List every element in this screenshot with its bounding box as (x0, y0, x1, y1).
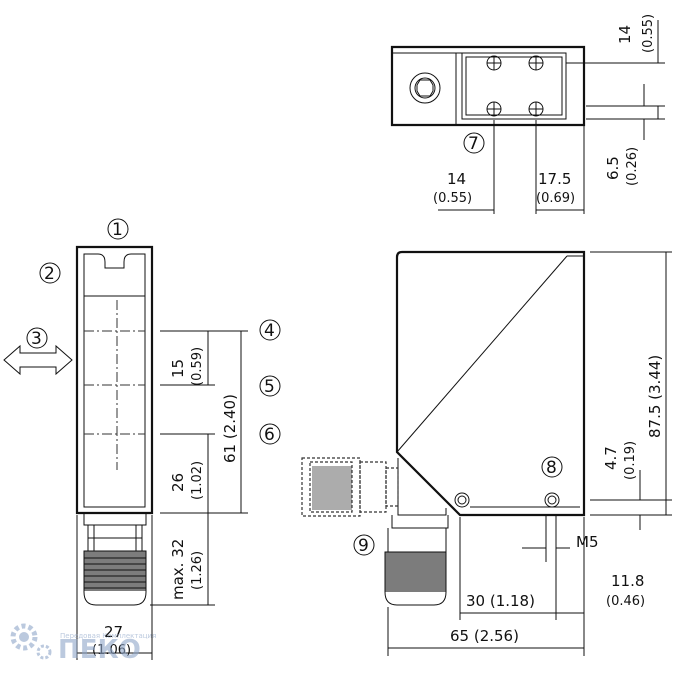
dim-side-118: 11.8 (611, 572, 644, 590)
callout-9: 9 (353, 534, 375, 556)
dim-side-875: 87.5 (3.44) (646, 355, 664, 438)
dim-top-w14: 14 (447, 170, 466, 188)
dim-front-27-in: (1.06) (92, 643, 131, 658)
dim-side-47: 4.7 (602, 446, 620, 470)
watermark-text: ПЕКО (58, 635, 141, 665)
svg-text:1: 1 (112, 220, 123, 240)
watermark-logo: ПЕКО Передовая Комплектация (10, 623, 156, 665)
callout-1: 1 (107, 218, 129, 240)
angled-connector-ghost (301, 457, 399, 517)
mounting-hole-side (454, 492, 470, 508)
front-view: 15 (0.59) 26 (1.02) 61 (2.40) max. 32 (1… (3, 218, 281, 660)
dim-front-27: 27 (104, 623, 123, 641)
dim-top-65-in: (0.26) (625, 147, 640, 186)
callout-5: 5 (259, 375, 281, 397)
dim-top-14-in: (0.55) (641, 14, 656, 53)
mounting-hole (486, 55, 502, 71)
dim-front-32-in: (1.26) (190, 551, 205, 590)
dim-top-65: 6.5 (604, 156, 622, 180)
dim-side-m5: M5 (576, 533, 599, 551)
dim-side-30: 30 (1.18) (466, 592, 535, 610)
dim-front-15: 15 (169, 359, 187, 378)
dim-front-26: 26 (169, 473, 187, 492)
dim-side-65: 65 (2.56) (450, 627, 519, 645)
mounting-hole-side (544, 492, 560, 508)
svg-text:3: 3 (31, 329, 42, 349)
mounting-hole (486, 101, 502, 117)
svg-text:9: 9 (358, 536, 369, 556)
dim-side-47-in: (0.19) (623, 441, 638, 480)
callout-2: 2 (39, 262, 61, 284)
dim-top-w175: 17.5 (538, 170, 571, 188)
knurled-nut (84, 551, 146, 591)
callout-6: 6 (259, 423, 281, 445)
watermark-subtitle: Передовая Комплектация (60, 632, 156, 640)
double-arrow-icon (3, 344, 73, 376)
svg-text:8: 8 (546, 458, 557, 478)
dim-front-32: max. 32 (169, 539, 187, 600)
mounting-hole (528, 55, 544, 71)
dim-top-14: 14 (616, 25, 634, 44)
svg-text:6: 6 (264, 425, 275, 445)
dim-front-15-in: (0.59) (190, 347, 205, 386)
svg-text:5: 5 (264, 377, 275, 397)
side-view: 87.5 (3.44) 4.7 (0.19) M5 30 (1.18) 11.8… (301, 250, 672, 656)
dim-top-w14-in: (0.55) (433, 191, 472, 206)
mounting-hole (528, 101, 544, 117)
dim-top-w175-in: (0.69) (536, 191, 575, 206)
svg-text:2: 2 (44, 264, 55, 284)
dim-side-118-in: (0.46) (606, 594, 645, 609)
callout-3: 3 (26, 327, 48, 349)
callout-7: 7 (463, 132, 485, 154)
callout-8: 8 (541, 456, 563, 478)
svg-text:7: 7 (468, 134, 479, 154)
dim-front-61: 61 (2.40) (221, 394, 239, 463)
callout-4: 4 (259, 319, 281, 341)
top-view: 14 (0.55) 6.5 (0.26) 14 (0.55) 17.5 (0.6… (390, 14, 665, 214)
dim-front-26-in: (1.02) (190, 461, 205, 500)
svg-text:4: 4 (264, 321, 275, 341)
